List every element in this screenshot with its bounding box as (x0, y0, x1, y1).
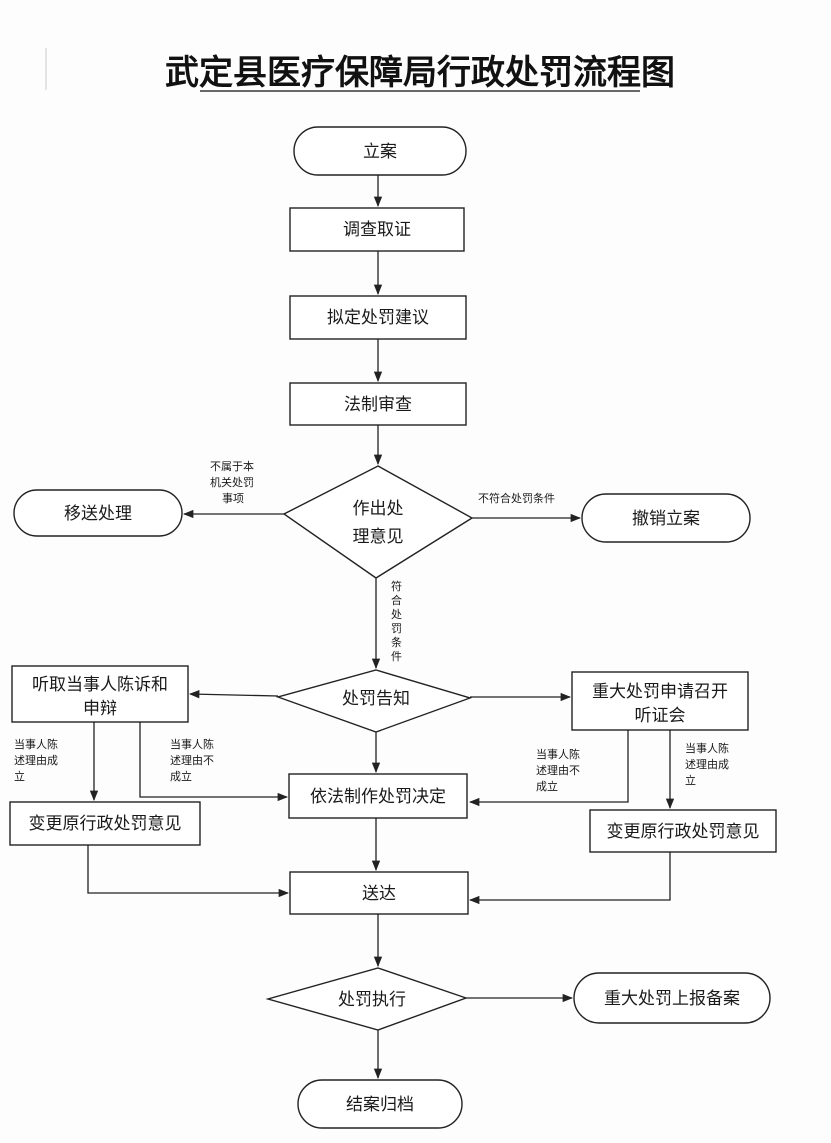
edge-biangeng-left-songda (87, 845, 290, 898)
node-zhongda: 重大处罚申请召开 听证会 (571, 671, 749, 731)
edge-biangeng-right-songda (468, 852, 671, 905)
node-gaozhi: 处罚告知 (275, 669, 473, 733)
label-bushu-1: 不属于本 (210, 459, 254, 473)
node-yifa-shape (288, 773, 468, 819)
edge-labels: 不属于本 机关处罚 事项 不符合处罚条件 符 合 处 罚 条 件 当事人陈 述理… (14, 459, 729, 793)
label-left-cheng-1: 当事人陈 (14, 737, 58, 751)
node-yisong-label: 移送处理 (64, 504, 132, 524)
label-right-cheng-3: 立 (685, 773, 696, 787)
node-biangeng-right: 变更原行政处罚意见 (589, 809, 777, 853)
edge-gaozhi-tingqu (188, 690, 279, 699)
label-left-cheng-3: 立 (14, 769, 25, 783)
label-left-bu-3: 成立 (170, 769, 192, 783)
node-yisong: 移送处理 (13, 489, 183, 537)
label-right-bu-2: 述理由不 (536, 763, 580, 777)
node-zhixing: 处罚执行 (265, 967, 469, 1031)
node-tingqu-shape (11, 665, 189, 723)
node-lian-shape (293, 126, 467, 176)
label-bufuhe: 不符合处罚条件 (478, 491, 555, 505)
node-jiean: 结案归档 (297, 1079, 463, 1129)
node-shangbao-label: 重大处罚上报备案 (604, 989, 740, 1009)
label-bushu-2: 机关处罚 (210, 475, 254, 489)
node-yifa: 依法制作处罚决定 (288, 773, 468, 819)
node-zuochu-label-1: 作出处 (353, 499, 404, 519)
node-gaozhi-shape (275, 669, 473, 733)
node-biangeng-left-label: 变更原行政处罚意见 (29, 814, 182, 834)
node-gaozhi-label: 处罚告知 (342, 689, 410, 709)
node-zhixing-shape (265, 967, 469, 1031)
node-niding: 拟定处罚建议 (289, 295, 467, 340)
label-right-cheng-1: 当事人陈 (685, 741, 729, 755)
node-lian: 立案 (293, 126, 467, 176)
edge-zhongda-yifa (468, 730, 629, 807)
page-title: 武定县医疗保障局行政处罚流程图 (165, 53, 675, 93)
label-right-bu-1: 当事人陈 (536, 747, 580, 761)
node-lian-label: 立案 (363, 142, 397, 162)
node-songda: 送达 (289, 871, 469, 915)
node-chexiao: 撤销立案 (581, 493, 751, 543)
label-left-bu-2: 述理由不 (170, 753, 214, 767)
node-fazhi-label: 法制审查 (344, 395, 412, 415)
node-shangbao: 重大处罚上报备案 (573, 972, 771, 1024)
label-fuhe-4: 罚 (391, 622, 402, 635)
node-jiean-shape (297, 1079, 463, 1129)
node-zuochu-label-2: 理意见 (353, 527, 404, 547)
node-yisong-shape (13, 489, 183, 537)
node-jiean-label: 结案归档 (346, 1095, 414, 1115)
node-diaocha: 调查取证 (289, 207, 465, 252)
node-fazhi-shape (289, 382, 467, 426)
node-fazhi: 法制审查 (289, 382, 467, 426)
label-left-bu-1: 当事人陈 (170, 737, 214, 751)
node-biangeng-left: 变更原行政处罚意见 (9, 801, 201, 846)
node-niding-shape (289, 295, 467, 340)
node-zhongda-shape (571, 671, 749, 731)
node-biangeng-right-shape (589, 809, 777, 853)
node-songda-label: 送达 (362, 884, 396, 904)
node-shangbao-shape (573, 972, 771, 1024)
label-fuhe-1: 符 (391, 580, 402, 593)
node-songda-shape (289, 871, 469, 915)
label-right-bu-3: 成立 (536, 779, 558, 793)
edges (87, 175, 675, 1080)
node-chexiao-label: 撤销立案 (632, 509, 700, 529)
node-zhongda-label-2: 听证会 (635, 706, 686, 726)
label-fuhe-6: 件 (391, 650, 402, 663)
node-zuochu-shape (282, 465, 474, 579)
label-bushu-3: 事项 (222, 492, 244, 505)
node-biangeng-left-shape (9, 801, 201, 846)
node-tingqu-label-1: 听取当事人陈诉和 (32, 675, 168, 695)
node-tingqu: 听取当事人陈诉和 申辩 (11, 665, 189, 723)
node-zuochu: 作出处 理意见 (282, 465, 474, 579)
edge-tingqu-yifa (139, 722, 289, 802)
node-niding-label: 拟定处罚建议 (327, 308, 429, 328)
node-diaocha-label: 调查取证 (343, 220, 411, 240)
label-fuhe-2: 合 (391, 593, 402, 607)
label-fuhe-5: 条 (391, 635, 402, 649)
label-fuhe-3: 处 (391, 608, 402, 621)
node-biangeng-right-label: 变更原行政处罚意见 (607, 822, 760, 842)
node-yifa-label: 依法制作处罚决定 (310, 787, 446, 807)
label-left-cheng-2: 述理由成 (14, 753, 58, 767)
node-tingqu-label-2: 申辩 (83, 699, 117, 719)
node-diaocha-shape (289, 207, 465, 252)
label-right-cheng-2: 述理由成 (685, 757, 729, 771)
node-zhongda-label-1: 重大处罚申请召开 (592, 682, 728, 702)
node-zhixing-label: 处罚执行 (338, 990, 406, 1010)
node-chexiao-shape (581, 493, 751, 543)
